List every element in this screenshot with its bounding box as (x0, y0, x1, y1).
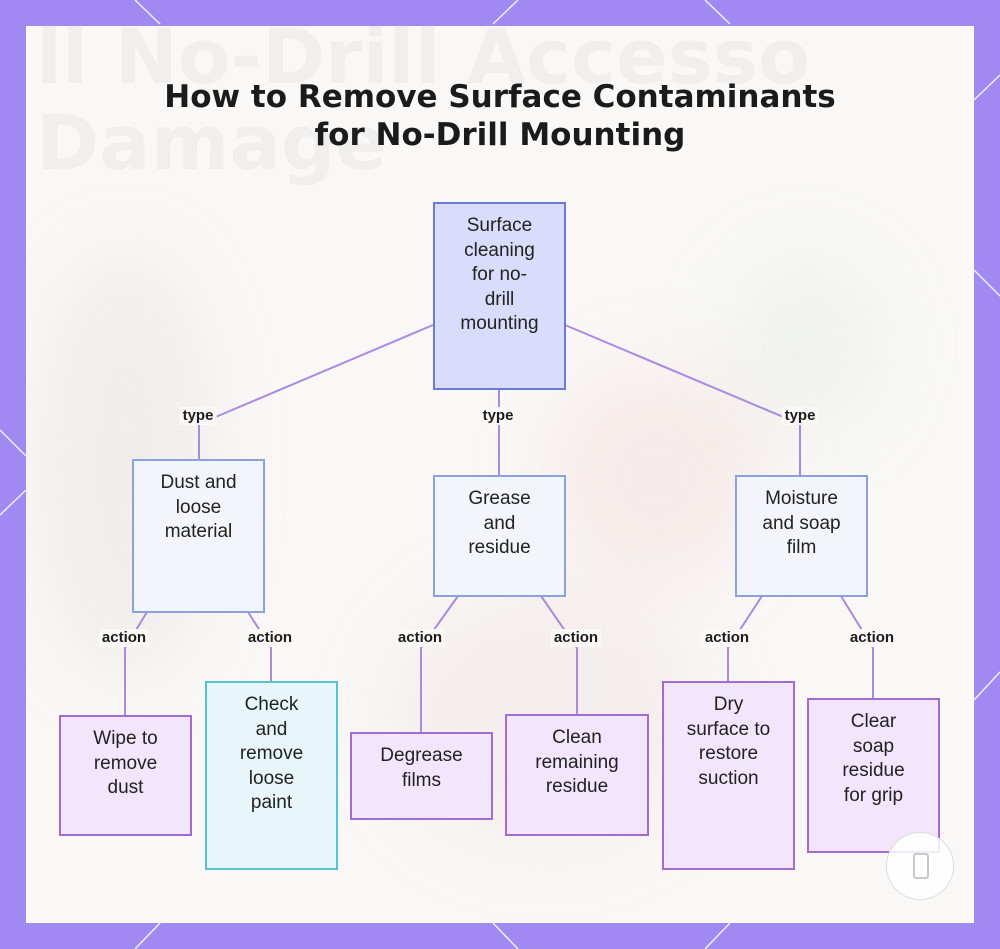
node-label: Clear soap residue for grip (842, 710, 904, 808)
edge-grease-clean (541, 596, 577, 715)
edge-moisture-clear (841, 596, 873, 699)
edge-root-dust (199, 325, 433, 460)
edge-label-action: action (245, 629, 295, 647)
logo-badge-icon (886, 832, 954, 900)
node-clear-soap-residue-for-grip: Clear soap residue for grip (807, 698, 940, 853)
node-dry-surface-to-restore-suction: Dry surface to restore suction (662, 681, 795, 870)
node-moisture-and-soap-film: Moisture and soap film (735, 475, 868, 597)
node-root: Surface cleaning for no- drill mounting (433, 202, 566, 390)
edge-label-type: type (180, 407, 217, 425)
edge-label-type: type (782, 407, 819, 425)
edge-dust-wipe (125, 612, 147, 716)
node-label: Clean remaining residue (535, 726, 618, 800)
edge-label-action: action (847, 629, 897, 647)
node-label: Dry surface to restore suction (687, 693, 770, 791)
node-clean-remaining-residue: Clean remaining residue (505, 714, 649, 836)
node-label: Check and remove loose paint (240, 693, 303, 816)
node-dust-and-loose-material: Dust and loose material (132, 459, 265, 613)
node-grease-and-residue: Grease and residue (433, 475, 566, 597)
edge-label-action: action (395, 629, 445, 647)
edge-label-action: action (99, 629, 149, 647)
node-wipe-to-remove-dust: Wipe to remove dust (59, 715, 192, 836)
edge-label-action: action (702, 629, 752, 647)
edge-grease-degrease (421, 596, 458, 733)
edge-label-type: type (480, 407, 517, 425)
edge-label-action: action (551, 629, 601, 647)
node-label: Degrease films (380, 744, 462, 793)
node-degrease-films: Degrease films (350, 732, 493, 820)
node-check-and-remove-loose-paint: Check and remove loose paint (205, 681, 338, 870)
node-root-label: Surface cleaning for no- drill mounting (460, 214, 538, 337)
edge-root-moisture (565, 325, 800, 476)
node-label: Wipe to remove dust (93, 727, 157, 801)
edge-dust-check (248, 612, 271, 682)
node-label: Moisture and soap film (762, 487, 840, 561)
node-label: Grease and residue (468, 487, 530, 561)
node-label: Dust and loose material (160, 471, 236, 545)
